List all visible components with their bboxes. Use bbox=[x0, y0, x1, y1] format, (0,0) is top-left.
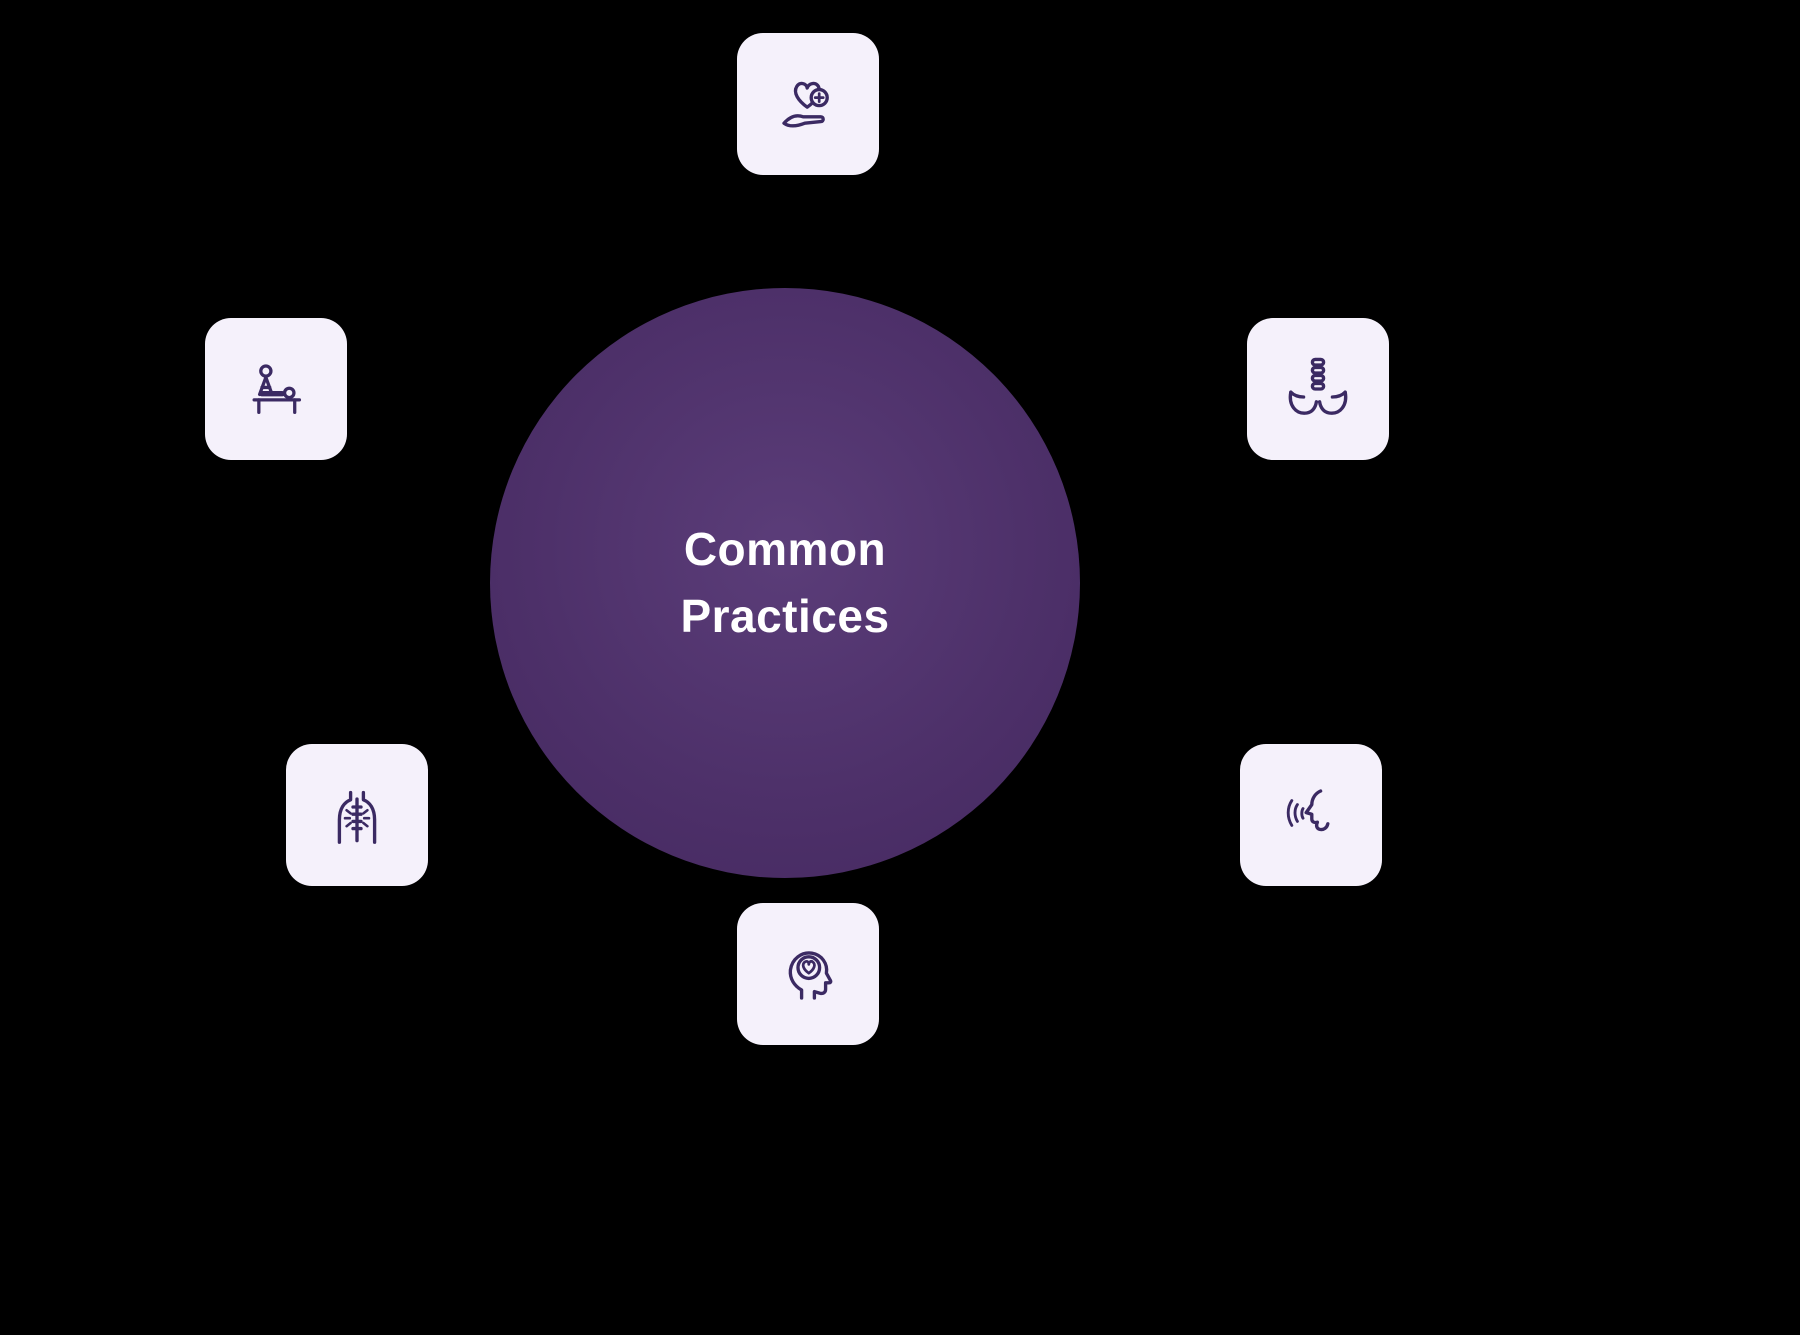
center-circle: Common Practices bbox=[490, 288, 1080, 878]
center-title-line1: Common bbox=[683, 523, 887, 576]
hands-holding-spine-icon bbox=[1278, 349, 1358, 429]
center-title-line2: Practices bbox=[680, 590, 890, 642]
card-chiropractic bbox=[1247, 318, 1389, 460]
massage-therapy-icon bbox=[237, 350, 315, 428]
center-title: Common Practices bbox=[680, 516, 889, 649]
back-spine-pain-icon bbox=[317, 775, 397, 855]
card-back-pain bbox=[286, 744, 428, 886]
head-heart-mental-health-icon bbox=[768, 934, 848, 1014]
card-massage-therapy bbox=[205, 318, 347, 460]
speech-therapy-icon bbox=[1271, 775, 1351, 855]
card-holistic-care bbox=[737, 33, 879, 175]
card-mental-health bbox=[737, 903, 879, 1045]
card-speech-therapy bbox=[1240, 744, 1382, 886]
hand-heart-medical-icon bbox=[768, 64, 848, 144]
